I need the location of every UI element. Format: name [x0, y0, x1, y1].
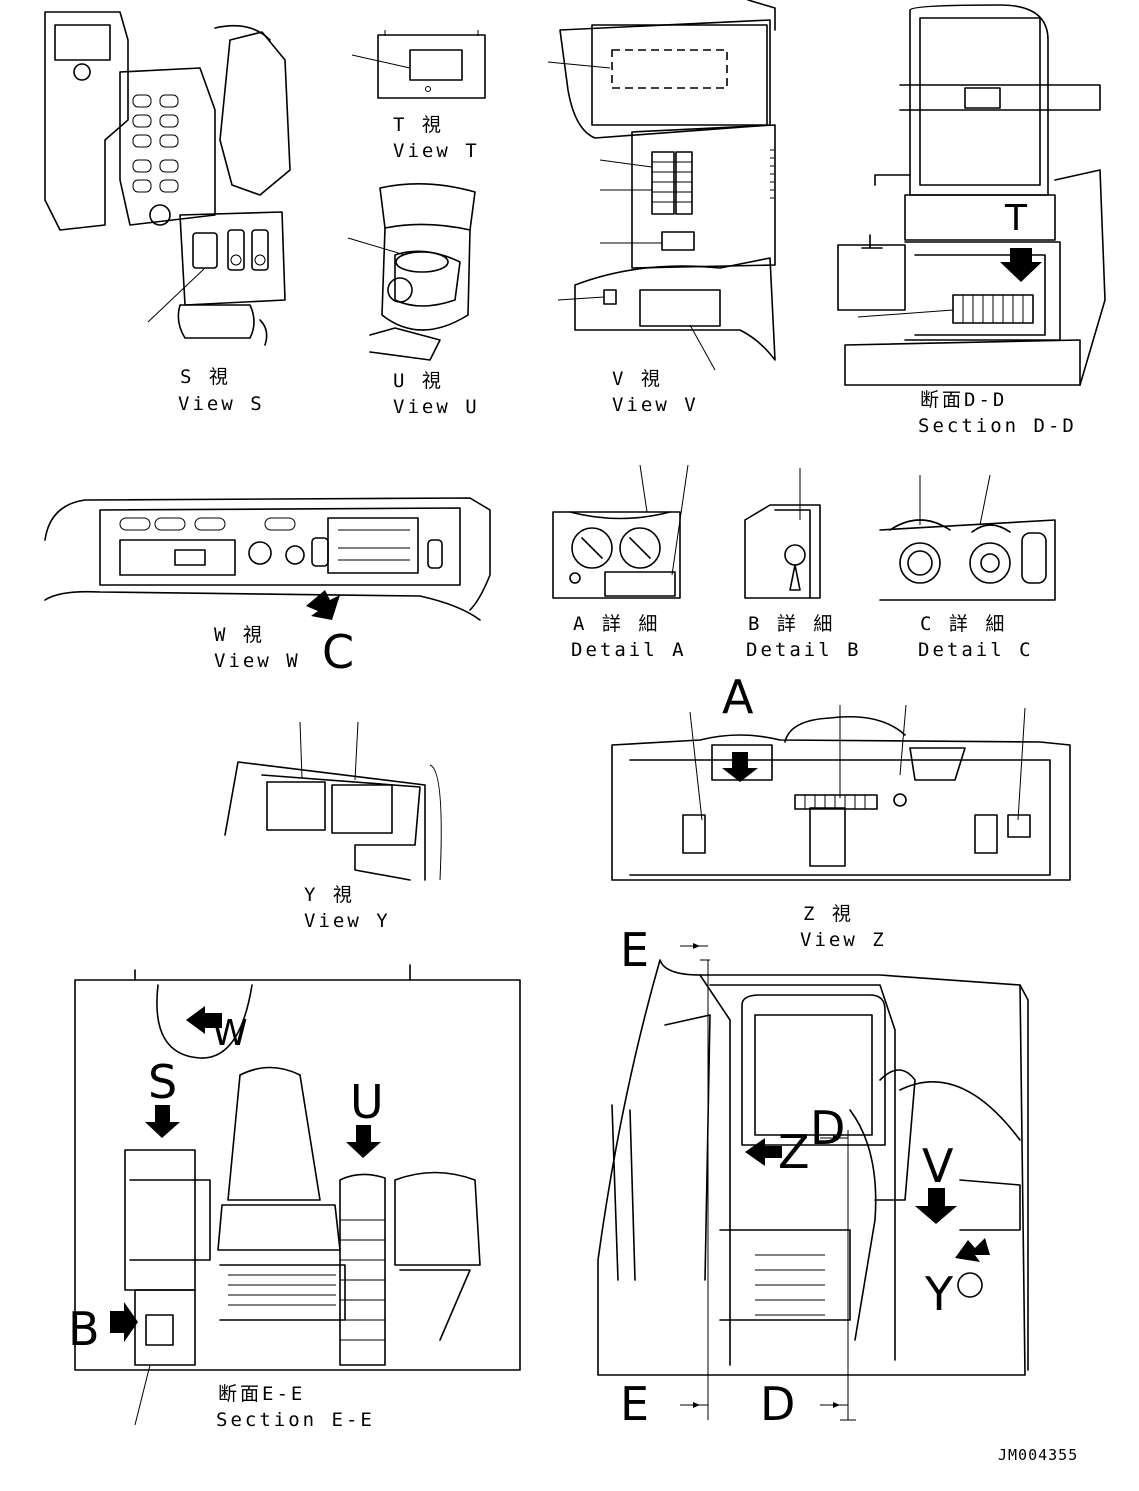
section-ee-jp-label: 断面E-E	[218, 1383, 305, 1405]
marker-z: Z	[778, 1125, 810, 1179]
detail-a-en-label: Detail A	[571, 639, 687, 661]
detail-c-en-label: Detail C	[918, 639, 1034, 661]
detail-a-drawing	[552, 464, 689, 599]
view-t-en-label: View T	[393, 140, 480, 162]
view-u-jp-label: U 視	[393, 370, 444, 392]
view-z-en-label: View Z	[800, 929, 887, 951]
marker-e-bottom: E	[620, 1377, 649, 1431]
view-w-drawing	[44, 497, 491, 621]
view-s-drawing	[44, 11, 291, 346]
view-v-en-label: View V	[612, 394, 699, 416]
view-z-drawing	[611, 704, 1071, 881]
view-v-drawing	[547, 0, 776, 371]
marker-y: Y	[924, 1267, 954, 1321]
marker-c: C	[322, 625, 354, 679]
section-ee-en-label: Section E-E	[216, 1409, 375, 1431]
detail-b-jp-label: B 詳 細	[748, 613, 835, 635]
view-t-jp-label: T 視	[393, 114, 444, 136]
section-dd-drawing	[837, 4, 1106, 386]
detail-c-jp-label: C 詳 細	[920, 613, 1007, 635]
marker-e-top: E	[620, 923, 649, 977]
detail-b-drawing	[744, 468, 821, 599]
detail-c-drawing	[879, 474, 1056, 601]
view-y-en-label: View Y	[304, 910, 391, 932]
marker-t: T	[1004, 198, 1028, 239]
view-w-jp-label: W 視	[214, 624, 265, 646]
view-y-jp-label: Y 視	[304, 884, 355, 906]
marker-b: B	[68, 1302, 100, 1356]
marker-d-top: D	[810, 1101, 845, 1155]
marker-w: W	[212, 1013, 248, 1054]
view-y-drawing	[224, 721, 442, 881]
view-s-en-label: View S	[178, 393, 265, 415]
view-u-drawing	[347, 183, 476, 361]
view-t-drawing	[351, 30, 486, 99]
marker-s: S	[148, 1055, 177, 1109]
view-w-en-label: View W	[214, 650, 301, 672]
marker-a: A	[722, 670, 754, 724]
view-u-en-label: View U	[393, 396, 480, 418]
section-dd-en-label: Section D-D	[918, 415, 1077, 437]
section-ee-drawing	[74, 964, 521, 1426]
marker-u: U	[350, 1075, 384, 1129]
detail-a-jp-label: A 詳 細	[573, 613, 660, 635]
section-dd-jp-label: 断面D-D	[920, 389, 1007, 411]
detail-b-en-label: Detail B	[746, 639, 862, 661]
document-id: JM004355	[998, 1446, 1078, 1464]
cab-side-view-drawing	[597, 943, 1029, 1421]
view-z-jp-label: Z 視	[803, 903, 854, 925]
marker-v: V	[922, 1139, 954, 1193]
view-s-jp-label: S 視	[180, 366, 231, 388]
marker-d-bottom: D	[760, 1377, 795, 1431]
view-v-jp-label: V 視	[612, 368, 663, 390]
